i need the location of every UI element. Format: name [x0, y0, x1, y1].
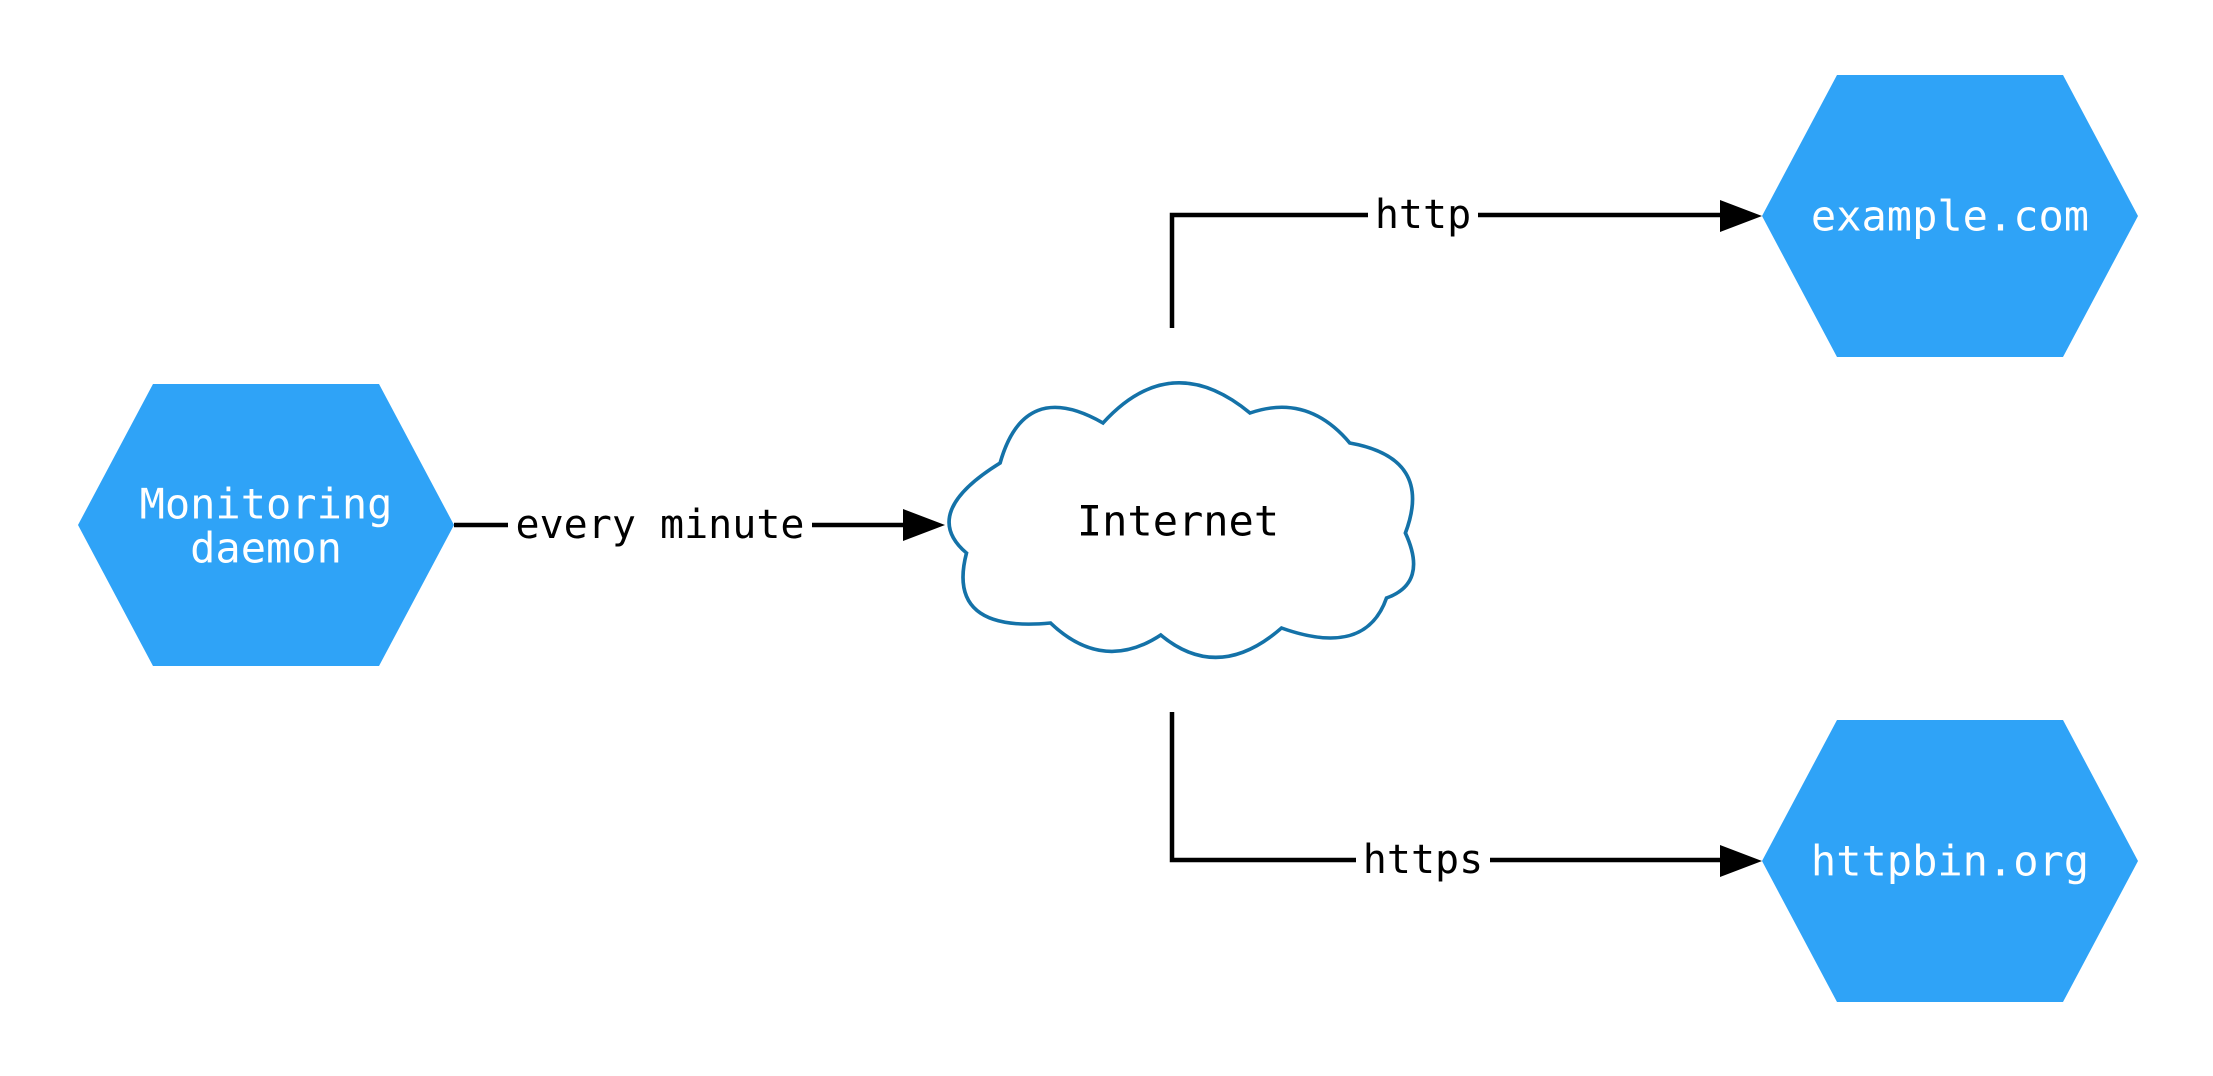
arrowhead-to-internet: [903, 509, 945, 541]
internet-cloud-label: Internet: [1077, 497, 1279, 546]
monitoring-daemon-label-line2: daemon: [190, 524, 342, 573]
monitoring-daemon-node: Monitoring daemon: [78, 384, 454, 666]
monitoring-daemon-label-line1: Monitoring: [140, 480, 393, 529]
edge-http-line: [1169, 212, 1720, 328]
edge-every-minute-label-bg: [508, 496, 812, 554]
edge-https-label-bg: [1356, 831, 1490, 889]
edge-https-label: https: [1363, 837, 1483, 883]
example-com-label: example.com: [1811, 192, 2089, 241]
edge-every-minute: every minute: [454, 496, 945, 554]
edge-every-minute-label: every minute: [516, 502, 805, 548]
edge-https: https: [1169, 712, 1762, 889]
edge-https-line: [1169, 712, 1720, 863]
httpbin-org-node: httpbin.org: [1762, 720, 2138, 1002]
arrowhead-to-httpbin-org: [1720, 845, 1762, 877]
example-com-hexagon-shape: [1762, 75, 2138, 357]
arrowhead-to-example-com: [1720, 200, 1762, 232]
edge-http-label: http: [1375, 192, 1471, 238]
httpbin-org-label: httpbin.org: [1811, 837, 2089, 886]
monitoring-daemon-hexagon-shape: [78, 384, 454, 666]
cloud-shape: [947, 381, 1416, 660]
internet-cloud-node: Internet: [947, 381, 1416, 660]
httpbin-org-hexagon-shape: [1762, 720, 2138, 1002]
edge-http: http: [1169, 186, 1762, 328]
example-com-node: example.com: [1762, 75, 2138, 357]
edge-http-label-bg: [1368, 186, 1478, 244]
